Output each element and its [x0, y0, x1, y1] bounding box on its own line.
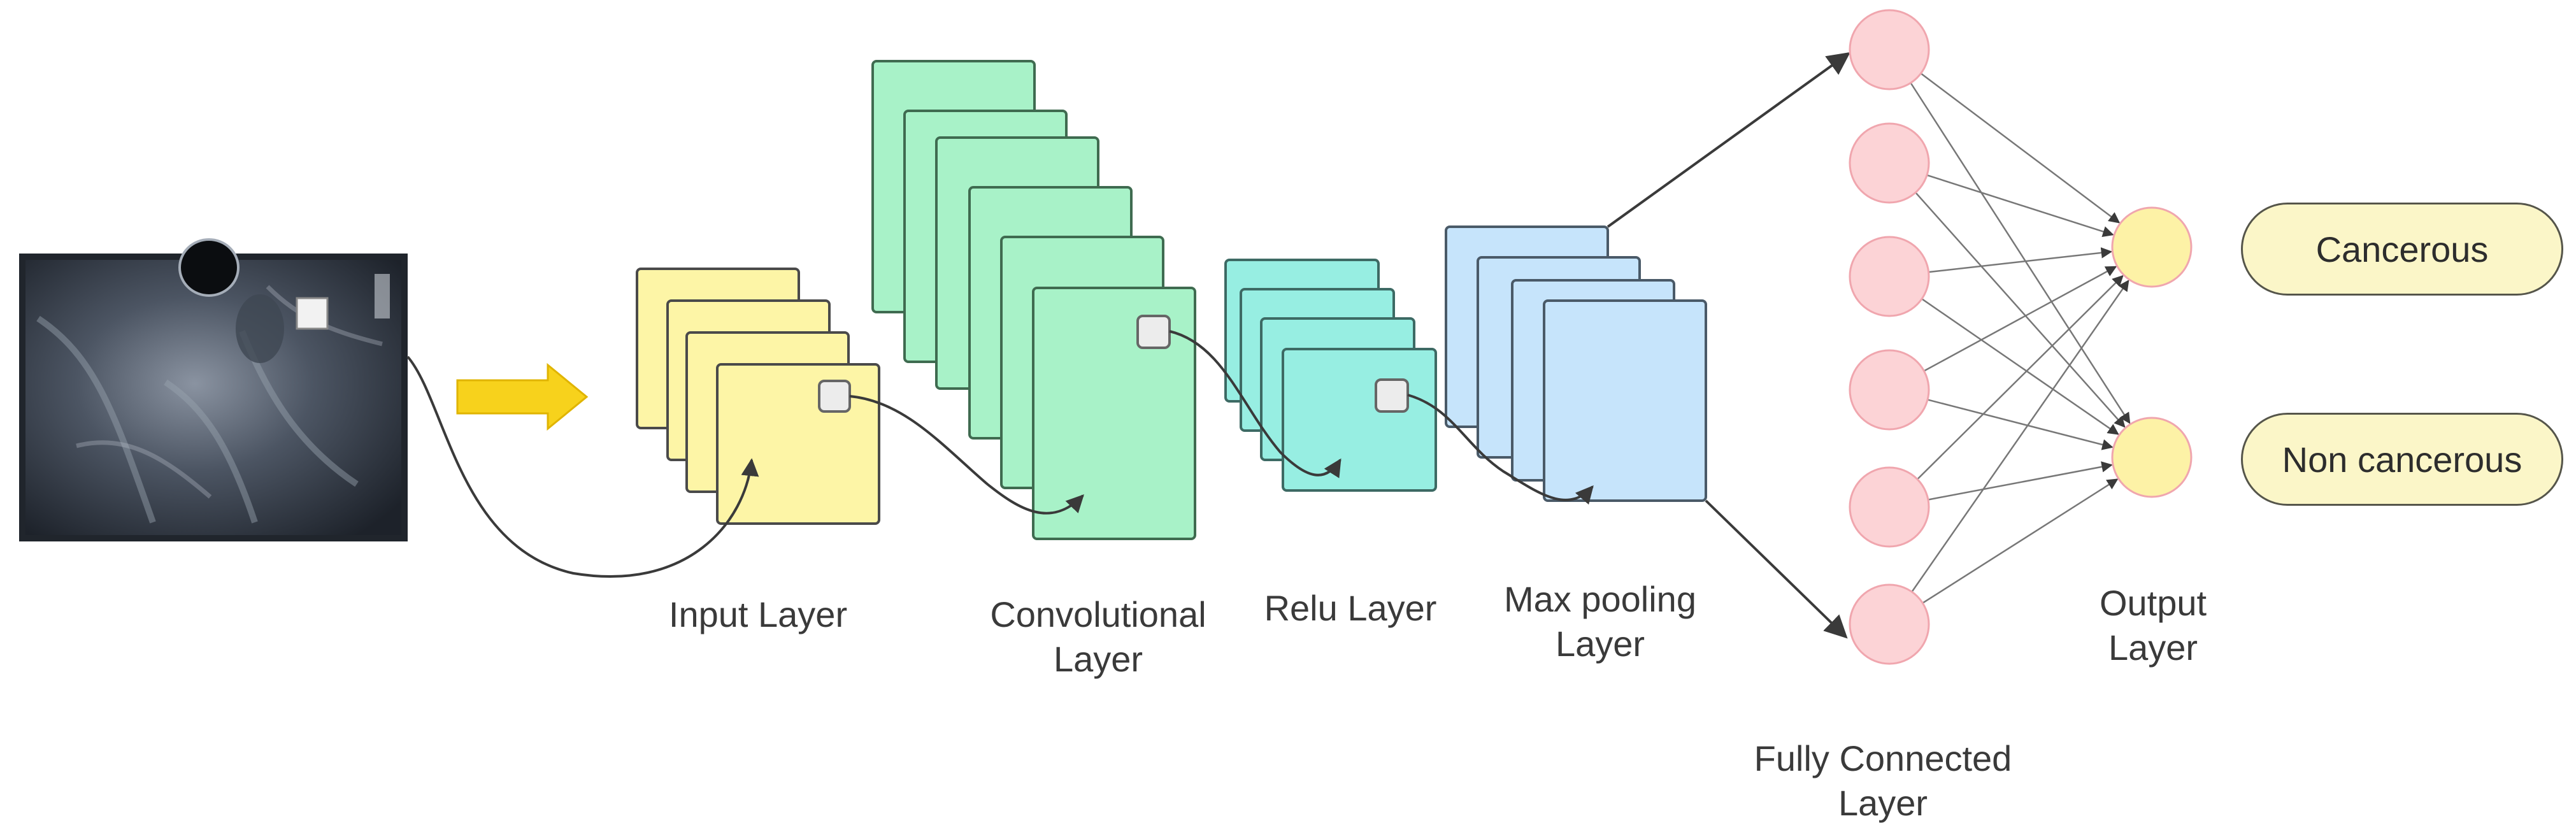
yellow-right-arrow — [456, 362, 589, 431]
fc-node-2 — [1849, 122, 1930, 204]
fc-edge — [1920, 73, 2121, 224]
scan-patch-marker — [296, 297, 329, 330]
class-cancerous-pill: Cancerous — [2241, 203, 2563, 296]
fc-edge — [1910, 82, 2131, 424]
class-noncancerous-pill: Non cancerous — [2241, 413, 2563, 506]
pool-layer-stack — [1445, 225, 1707, 502]
output-nodes — [2111, 206, 2193, 498]
fc-edge — [1915, 192, 2126, 428]
fc-edge — [1922, 478, 2119, 604]
pool-to-fc-arrows — [1606, 52, 1850, 639]
fc-edge — [1926, 174, 2114, 238]
fc-edge — [1923, 266, 2117, 372]
fc-edge — [1928, 461, 2113, 501]
fc-node-6 — [1849, 583, 1930, 665]
input-layer-stack — [636, 268, 880, 525]
layer-connectors — [406, 330, 1594, 578]
ultrasound-scan-image — [19, 238, 408, 541]
fc-edge — [1917, 275, 2124, 480]
conv-layer-stack — [871, 60, 1196, 540]
input-layer-label: Input Layer — [668, 594, 848, 634]
relu-layer-label: Relu Layer — [1264, 588, 1437, 628]
fc-edge — [1921, 298, 2119, 435]
fc-edge — [1911, 280, 2129, 592]
relu-layer-stack — [1224, 259, 1437, 492]
output-node-1 — [2111, 206, 2193, 288]
fc-node-1 — [1849, 9, 1930, 90]
fully-connected-nodes — [1849, 9, 1930, 665]
fc-to-output-edges — [1910, 73, 2131, 604]
fc-node-3 — [1849, 236, 1930, 317]
fc-edge — [1927, 399, 2114, 450]
output-node-2 — [2111, 417, 2193, 498]
fc-node-5 — [1849, 466, 1930, 548]
fc-edge — [1928, 247, 2113, 273]
fc-node-4 — [1849, 349, 1930, 431]
